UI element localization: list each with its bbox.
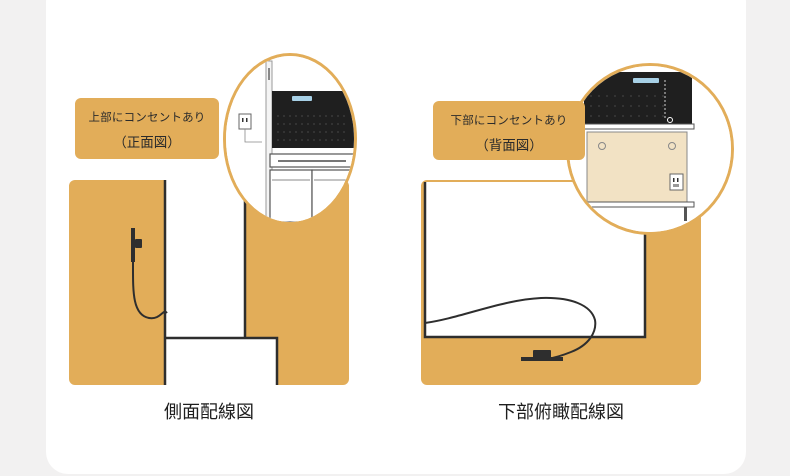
led-light-bar-icon [633, 78, 659, 83]
power-adapter-icon [521, 350, 563, 361]
callout-line-2: （正面図） [113, 135, 181, 151]
callout-line-1: 下部にコンセントあり [450, 113, 568, 127]
power-cable [131, 261, 168, 320]
callout-line-2: （背面図） [475, 138, 543, 154]
power-adapter-icon [131, 228, 142, 262]
top-outlet-callout: 上部にコンセントあり （正面図） [75, 98, 219, 159]
led-light-bar-icon [292, 96, 312, 101]
back-view-magnifier [566, 63, 734, 235]
pegboard [272, 91, 354, 148]
power-cable [424, 296, 597, 360]
side-wiring-illustration [131, 180, 279, 385]
power-outlet-icon [238, 113, 252, 130]
side-wiring-caption: 側面配線図 [164, 402, 254, 423]
front-view-magnifier [223, 53, 357, 225]
bottom-outlet-callout: 下部にコンセントあり （背面図） [433, 101, 585, 160]
power-outlet-icon [669, 173, 684, 191]
callout-line-1: 上部にコンセントあり [88, 110, 206, 124]
bottom-wiring-caption: 下部俯瞰配線図 [498, 402, 624, 423]
